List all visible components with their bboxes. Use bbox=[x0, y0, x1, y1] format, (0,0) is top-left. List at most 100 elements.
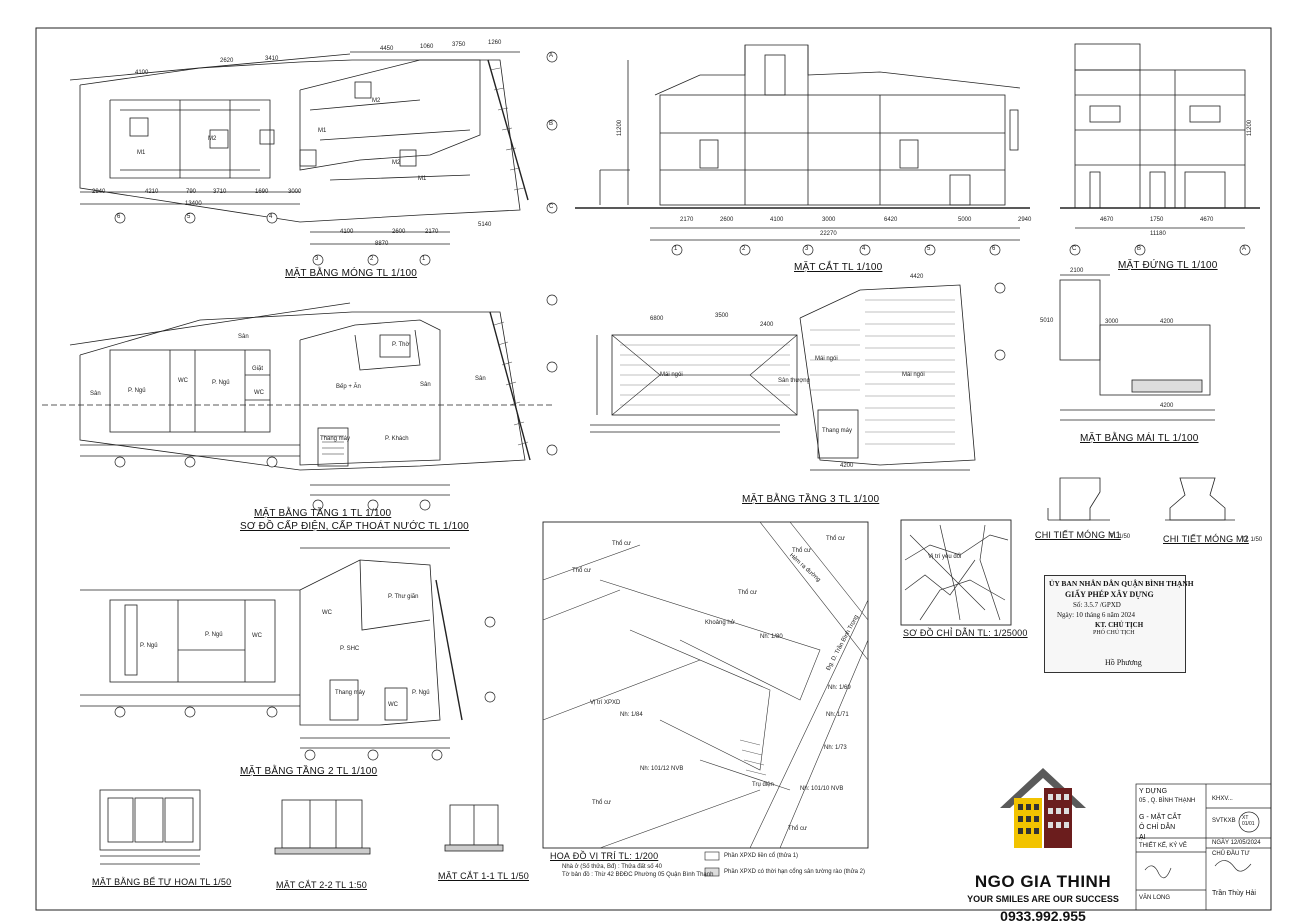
title-detail-m2: CHI TIẾT MÓNG M2 bbox=[1163, 534, 1249, 544]
title-septic: MẶT BẰNG BỂ TỰ HOẠI TL 1/50 bbox=[92, 877, 232, 887]
permit-stamp: ỦY BAN NHÂN DÂN QUẬN BÌNH THẠNH GIẤY PHÉ… bbox=[1044, 575, 1194, 673]
permit-signer: Hồ Phương bbox=[1105, 658, 1142, 667]
permit-title: GIẤY PHÉP XÂY DỰNG bbox=[1065, 590, 1154, 599]
dim: 3000 bbox=[1105, 319, 1119, 325]
house-no: Nh: 1/84 bbox=[620, 712, 643, 718]
pole: Trụ điện bbox=[752, 782, 774, 788]
dim: 2600 bbox=[392, 229, 406, 235]
f1-yard-2: Sân bbox=[238, 334, 249, 340]
dim: 3710 bbox=[213, 189, 227, 195]
f3-elevator: Thang máy bbox=[822, 428, 853, 434]
f2-wc-1: WC bbox=[252, 633, 262, 639]
tb-owner-sig: Trần Thùy Hải bbox=[1212, 890, 1256, 897]
f3-roof-tile-1: Mái ngói bbox=[660, 372, 683, 378]
section-22-detail bbox=[274, 799, 371, 855]
foundation-hatch bbox=[489, 67, 525, 191]
title-location: HOẠ ĐỒ VỊ TRÍ TL: 1/200 bbox=[550, 851, 659, 861]
f2-wc-3: WC bbox=[388, 702, 398, 708]
f1-yard-4: Sân bbox=[420, 382, 431, 388]
dim: 5000 bbox=[958, 217, 972, 223]
septic-detail bbox=[99, 789, 201, 865]
elevation-drawing bbox=[1060, 43, 1260, 229]
dim: 5140 bbox=[478, 222, 492, 228]
foundation-plan bbox=[69, 51, 529, 245]
title-foundation-plan: MẶT BẰNG MÓNG TL 1/100 bbox=[285, 268, 418, 279]
scale-m2: TL 1/50 bbox=[1242, 537, 1263, 543]
sec-col-2: 2 bbox=[742, 246, 746, 252]
title-utility-diagram: SƠ ĐỒ CẤP ĐIỆN, CẤP THOÁT NƯỚC TL 1/100 bbox=[240, 521, 469, 532]
room-m2: M2 bbox=[208, 136, 217, 142]
room-m1: M1 bbox=[137, 150, 146, 156]
dim: 13400 bbox=[185, 201, 202, 207]
title-roof-plan: MẶT BẰNG MÁI TL 1/100 bbox=[1080, 433, 1199, 444]
sheet-border bbox=[35, 27, 1272, 911]
location-map-lines bbox=[542, 521, 869, 849]
dim: 4670 bbox=[1200, 217, 1214, 223]
dim: 2940 bbox=[92, 189, 106, 195]
dim: 3000 bbox=[822, 217, 836, 223]
f3-roof-tile-3: Mái ngói bbox=[815, 356, 838, 362]
dim: 2940 bbox=[1018, 217, 1032, 223]
f1-living: P. Khách bbox=[385, 436, 409, 442]
f1-yard-3: Sân bbox=[90, 391, 101, 397]
tb-line2: 05 , Q. BÌNH THẠNH bbox=[1139, 798, 1196, 804]
dim: 1750 bbox=[1150, 217, 1164, 223]
dim: 3410 bbox=[265, 56, 279, 62]
grid-row-a: A bbox=[549, 53, 554, 59]
f1-yard-1: Sân bbox=[475, 376, 486, 382]
dim: 4420 bbox=[910, 274, 924, 280]
neighbor-1: Thổ cư bbox=[572, 568, 592, 574]
dim: 3500 bbox=[715, 313, 729, 319]
dim: 8870 bbox=[375, 241, 389, 247]
permit-role: KT. CHỦ TỊCH bbox=[1095, 621, 1144, 629]
dim: 6420 bbox=[884, 217, 898, 223]
title-section: MẶT CẮT TL 1/100 bbox=[794, 262, 883, 273]
roof-plan bbox=[1059, 274, 1215, 421]
permit-authority: ỦY BAN NHÂN DÂN QUẬN BÌNH THẠNH bbox=[1049, 579, 1194, 588]
brand-phone: 0933.992.955 bbox=[1000, 908, 1086, 924]
tb-line4: Ô CHỈ DẪN bbox=[1139, 824, 1176, 831]
dim: 4670 bbox=[1100, 217, 1114, 223]
dim: 2170 bbox=[680, 217, 694, 223]
dim: 4210 bbox=[145, 189, 159, 195]
house-no: Nh: 1/73 bbox=[824, 745, 847, 751]
directions-marker: Vị trí yêu đổi bbox=[928, 554, 962, 560]
grid-col-3: 3 bbox=[315, 256, 319, 262]
title-block bbox=[1135, 783, 1272, 911]
elev-col-b: B bbox=[1137, 246, 1142, 252]
section-11-detail bbox=[444, 804, 504, 852]
loc-note-b: Tờ bản đồ : Thừ 42 BĐĐC Phường 05 Quận B… bbox=[562, 872, 714, 878]
house-no: Nh: 101/12 NVB bbox=[640, 766, 684, 772]
grid-col-5: 5 bbox=[187, 214, 191, 220]
grid-col-2: 2 bbox=[370, 256, 374, 262]
floor1-plan bbox=[42, 302, 555, 496]
dim: 1690 bbox=[255, 189, 269, 195]
tb-line5: ẠI bbox=[1139, 834, 1146, 841]
brand-logo bbox=[1000, 768, 1086, 848]
sec-col-6: 6 bbox=[992, 246, 996, 252]
dim: 1060 bbox=[420, 44, 434, 50]
floor3-plan bbox=[590, 284, 976, 471]
neighbor-4: Thổ cư bbox=[792, 548, 812, 554]
f3-roof-deck: Sân thượng bbox=[778, 378, 810, 384]
room-m2c: M2 bbox=[392, 160, 401, 166]
grid-col-4: 4 bbox=[269, 214, 273, 220]
title-directions: SƠ ĐỒ CHỈ DẪN TL: 1/25000 bbox=[903, 628, 1028, 638]
title-detail-m1: CHI TIẾT MÓNG M1 bbox=[1035, 530, 1121, 540]
brand-name: NGO GIA THINH bbox=[974, 872, 1112, 891]
dim: 5010 bbox=[1040, 318, 1054, 324]
neighbor-6: Thổ cư bbox=[592, 800, 612, 806]
dim: 4200 bbox=[1160, 319, 1174, 325]
grid-col-6: 6 bbox=[117, 214, 121, 220]
f1-bedroom-2: P. Ngủ bbox=[212, 380, 230, 386]
legend-box-2 bbox=[704, 867, 720, 877]
title-floor3-plan: MẶT BẰNG TẦNG 3 TL 1/100 bbox=[742, 494, 880, 505]
title-section-11: MẶT CẮT 1-1 TL 1/50 bbox=[438, 871, 530, 881]
house-no: Nh: 1/71 bbox=[826, 712, 849, 718]
floor1-stair bbox=[322, 435, 344, 455]
f3-roof-tile-2: Mái ngói bbox=[902, 372, 925, 378]
brand-block: NGO GIA THINH YOUR SMILES ARE OUR SUCCES… bbox=[948, 754, 1138, 924]
location-lot-hatch bbox=[739, 739, 767, 776]
dim: 2400 bbox=[760, 322, 774, 328]
title-floor1-plan: MẶT BẰNG TẦNG 1 TL 1/100 bbox=[254, 508, 392, 519]
